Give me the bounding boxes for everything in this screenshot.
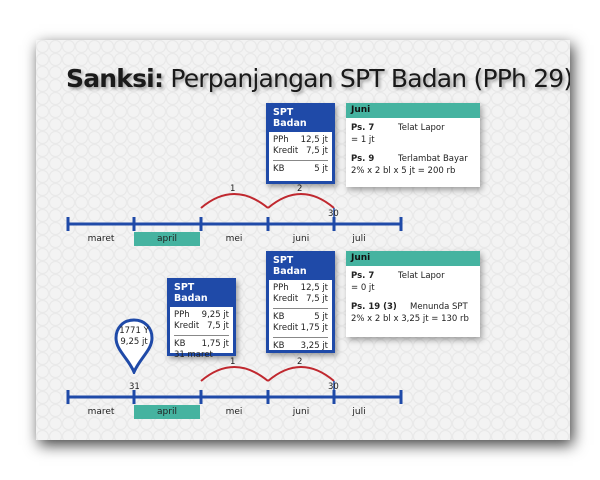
juni-line-article: Ps. 7 bbox=[351, 123, 375, 133]
juni-line-text: Telat Lapor bbox=[398, 123, 445, 133]
juni-line-text: 2% x 2 bl x 3,25 jt = 130 rb bbox=[351, 314, 469, 324]
timeline-1-arc-2 bbox=[267, 193, 335, 209]
juni-line: Ps. 9 Terlambat Bayar bbox=[346, 153, 480, 165]
timeline-2-month: juli bbox=[352, 407, 366, 417]
spt-row-value: 3,25 jt bbox=[300, 341, 328, 351]
spt-row-label: KB bbox=[273, 341, 285, 351]
pin-label-line-2: 9,25 jt bbox=[120, 337, 148, 347]
timeline-2-spt-box-left: SPT Badan PPh 9,25 jt Kredit 7,5 jt KB 1,75… bbox=[167, 278, 236, 360]
timeline-2-arc-label-1: 1 bbox=[230, 357, 236, 367]
pin-label: 1771 Y 9,25 jt bbox=[114, 326, 154, 348]
title-rest: Perpanjangan SPT Badan (PPh 29) bbox=[170, 64, 570, 93]
juni-line-text: = 1 jt bbox=[351, 135, 375, 145]
spt-box-title: SPT Badan bbox=[170, 281, 233, 307]
spt-row-value: 12,5 jt bbox=[300, 283, 328, 293]
juni-line-text: Terlambat Bayar bbox=[398, 154, 468, 164]
spt-row: KB 3,25 jt bbox=[269, 341, 332, 352]
juni-line-text: = 0 jt bbox=[351, 283, 375, 293]
slide: Sanksi: Perpanjangan SPT Badan (PPh 29) bbox=[36, 40, 570, 440]
juni-line: 2% x 2 bl x 5 jt = 200 rb bbox=[346, 165, 480, 177]
timeline-2-month: maret bbox=[87, 407, 115, 417]
pin-label-line-1: 1771 Y bbox=[119, 326, 149, 336]
spt-row-label: PPh bbox=[273, 283, 289, 293]
spt-row: 31 maret bbox=[170, 350, 233, 361]
timeline-2-month: juni bbox=[292, 407, 310, 417]
spt-box-title: SPT Badan bbox=[269, 254, 332, 280]
timeline-1-arc-label-1: 1 bbox=[230, 184, 236, 194]
spt-divider bbox=[273, 308, 328, 309]
timeline-2-month-highlight: april bbox=[134, 405, 200, 419]
timeline-1-spt-box: SPT Badan PPh 12,5 jt Kredit 7,5 jt KB 5 jt bbox=[266, 103, 335, 184]
spt-row: KB 1,75 jt bbox=[170, 339, 233, 350]
timeline-1-month: juni bbox=[292, 234, 310, 244]
timeline-1-juni-box: Juni Ps. 7 Telat Lapor = 1 jt Ps. 9 Terlam… bbox=[346, 103, 480, 187]
spt-divider bbox=[174, 335, 229, 336]
spt-row: Kredit 7,5 jt bbox=[269, 294, 332, 305]
spt-row-value: 5 jt bbox=[314, 164, 328, 174]
spt-row-label: 31 maret bbox=[174, 350, 213, 360]
timeline-1-axis bbox=[66, 193, 403, 404]
spt-row-value: 7,5 jt bbox=[306, 146, 328, 156]
timeline-2-spt-box: SPT Badan PPh 12,5 jt Kredit 7,5 jt KB 5 jt… bbox=[266, 251, 335, 353]
juni-line-text: Menunda SPT bbox=[410, 302, 468, 312]
spt-row-value: 7,5 jt bbox=[306, 294, 328, 304]
timeline-2-arc-1 bbox=[200, 366, 269, 382]
spt-row: Kredit 7,5 jt bbox=[170, 321, 233, 332]
juni-line: Ps. 19 (3) Menunda SPT bbox=[346, 301, 480, 313]
timeline-2-arc-2 bbox=[267, 366, 335, 382]
juni-line-article: Ps. 7 bbox=[351, 271, 375, 281]
spt-row-value: 7,5 jt bbox=[207, 321, 229, 331]
juni-line: 2% x 2 bl x 3,25 jt = 130 rb bbox=[346, 313, 480, 325]
timeline-1-arc-label-2: 2 bbox=[297, 184, 303, 194]
timeline-2-month: mei bbox=[225, 407, 243, 417]
title-bold: Sanksi: bbox=[66, 64, 164, 93]
spt-row-label: Kredit bbox=[273, 323, 299, 333]
spt-row-label: Kredit bbox=[174, 321, 200, 331]
juni-line: Ps. 7 Telat Lapor bbox=[346, 270, 480, 282]
spt-box-title: SPT Badan bbox=[269, 106, 332, 132]
timeline-1-month: juli bbox=[352, 234, 366, 244]
timeline-1-arc-1 bbox=[200, 193, 269, 209]
juni-line-text: 2% x 2 bl x 5 jt = 200 rb bbox=[351, 166, 456, 176]
spt-row-value: 9,25 jt bbox=[201, 310, 229, 320]
spt-row-value: 1,75 jt bbox=[300, 323, 328, 333]
juni-line: Ps. 7 Telat Lapor bbox=[346, 122, 480, 134]
timeline-2-arc-label-2: 2 bbox=[297, 357, 303, 367]
timeline-1-month: maret bbox=[87, 234, 115, 244]
juni-line-text: Telat Lapor bbox=[398, 271, 445, 281]
juni-line-article: Ps. 19 (3) bbox=[351, 302, 397, 312]
spt-row-label: PPh bbox=[174, 310, 190, 320]
spt-row: KB 5 jt bbox=[269, 164, 332, 175]
juni-box-title: Juni bbox=[346, 103, 480, 118]
spt-row: PPh 9,25 jt bbox=[170, 310, 233, 321]
spt-divider bbox=[273, 337, 328, 338]
spt-divider bbox=[273, 160, 328, 161]
timeline-2-day-label: 30 bbox=[328, 382, 339, 392]
timeline-1-month: mei bbox=[225, 234, 243, 244]
map-pin-icon bbox=[114, 318, 154, 374]
spt-row-label: KB bbox=[174, 339, 186, 349]
juni-line: = 0 jt bbox=[346, 282, 480, 294]
spt-row-value: 1,75 jt bbox=[201, 339, 229, 349]
juni-box-title: Juni bbox=[346, 251, 480, 266]
slide-title: Sanksi: Perpanjangan SPT Badan (PPh 29) bbox=[66, 64, 570, 93]
spt-row-label: KB bbox=[273, 312, 285, 322]
spt-row-label: Kredit bbox=[273, 146, 299, 156]
timeline-1-month-highlight: april bbox=[134, 232, 200, 246]
spt-row: KB 5 jt bbox=[269, 312, 332, 323]
spt-row: Kredit 7,5 jt bbox=[269, 146, 332, 157]
spt-row-label: KB bbox=[273, 164, 285, 174]
juni-line: = 1 jt bbox=[346, 134, 480, 146]
spt-row-label: Kredit bbox=[273, 294, 299, 304]
spt-row-value: 12,5 jt bbox=[300, 135, 328, 145]
timeline-2-day-label-start: 31 bbox=[129, 382, 140, 392]
spt-row-label: PPh bbox=[273, 135, 289, 145]
timeline-2-juni-box: Juni Ps. 7 Telat Lapor = 0 jt Ps. 19 (3) M… bbox=[346, 251, 480, 337]
spt-row: PPh 12,5 jt bbox=[269, 283, 332, 294]
timeline-1-day-label: 30 bbox=[328, 209, 339, 219]
spt-row: PPh 12,5 jt bbox=[269, 135, 332, 146]
spt-row-value: 5 jt bbox=[314, 312, 328, 322]
juni-line-article: Ps. 9 bbox=[351, 154, 375, 164]
